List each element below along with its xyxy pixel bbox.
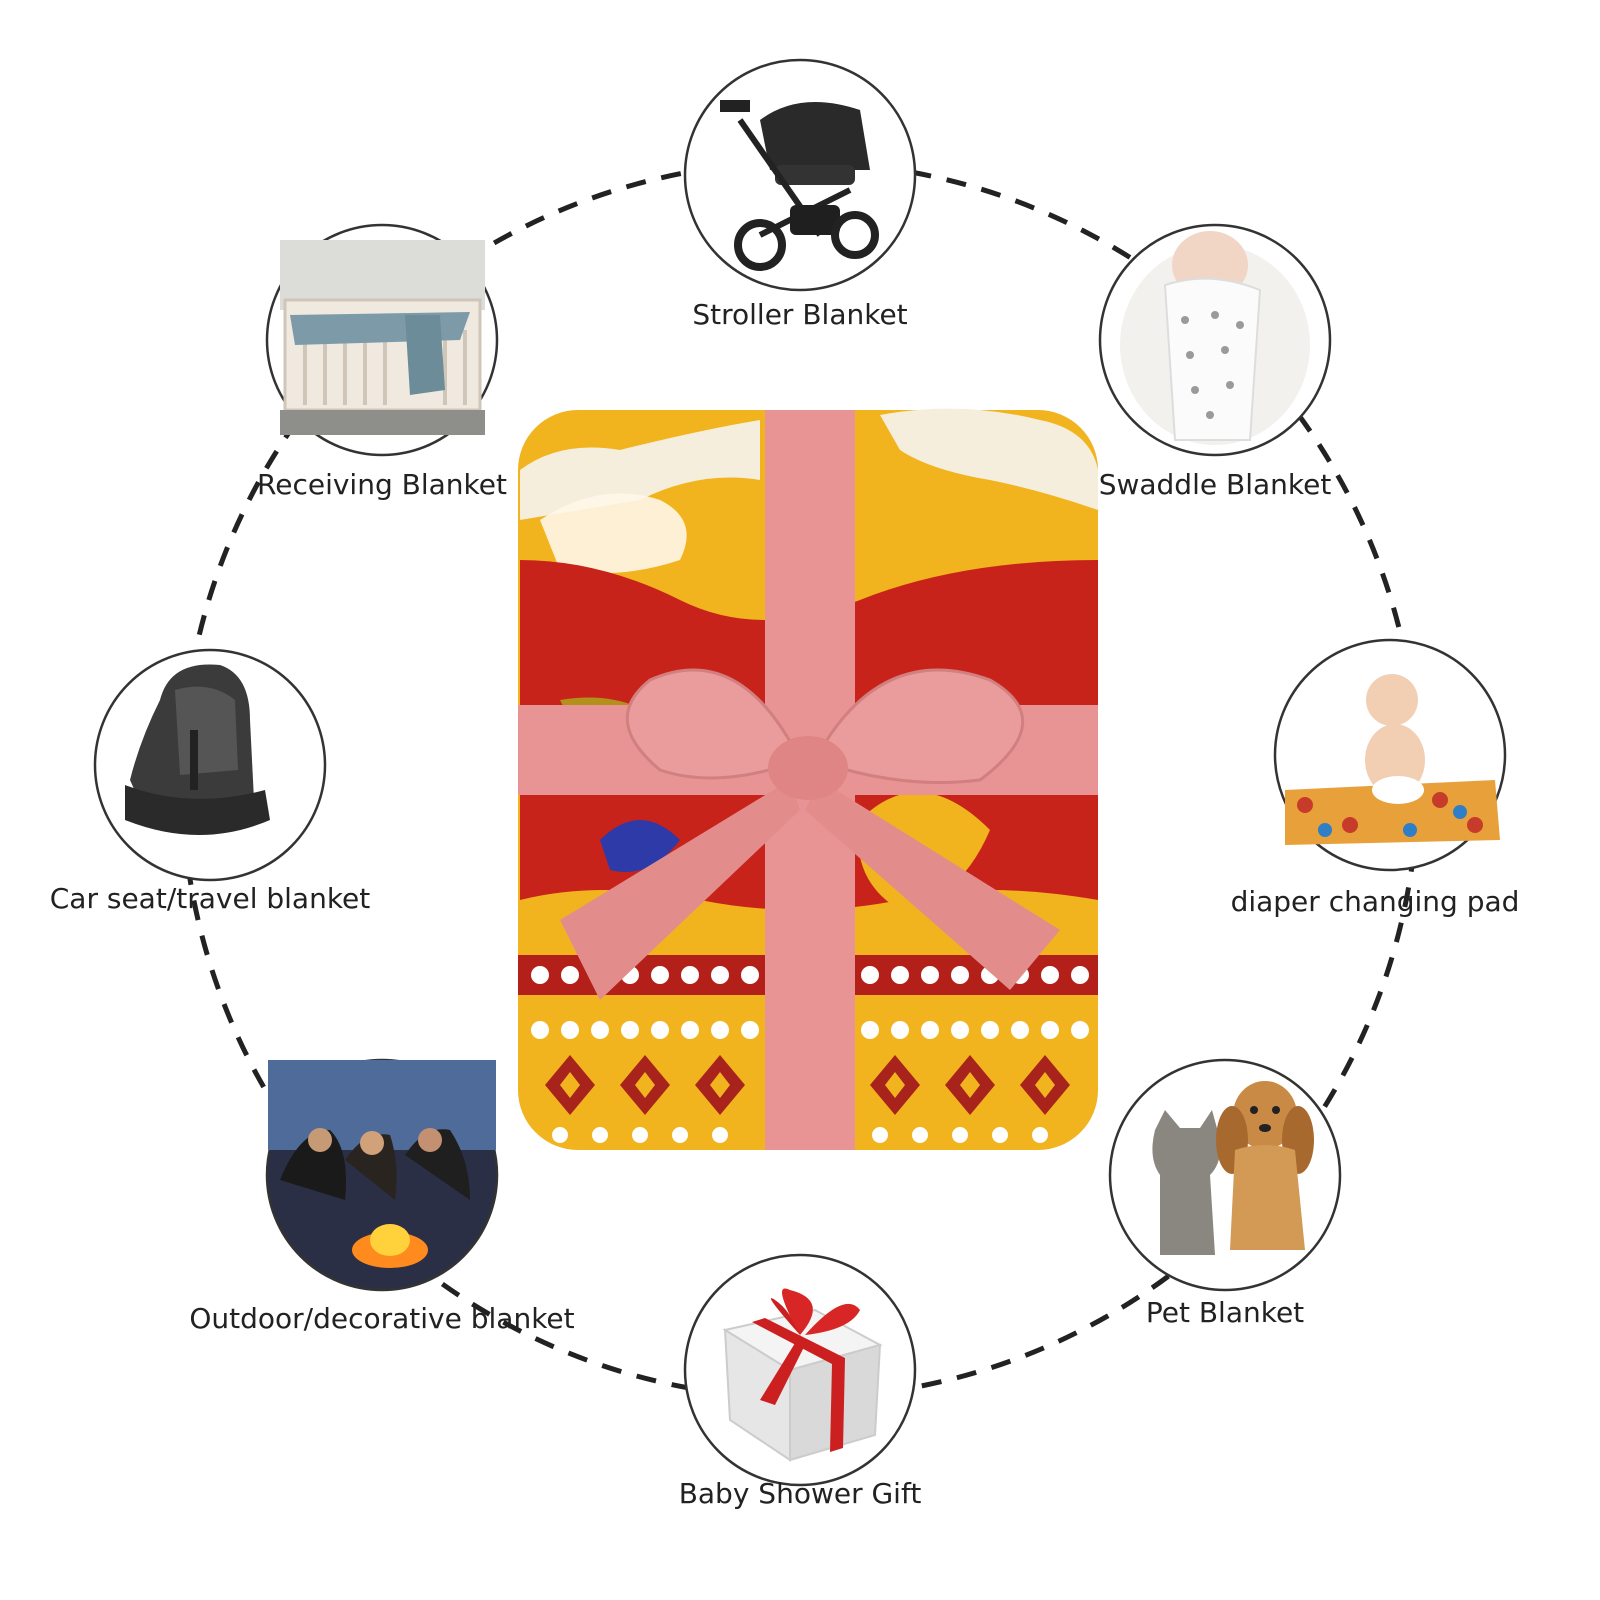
- baby-on-pad-icon: [1285, 674, 1500, 845]
- stroller-icon: [720, 100, 879, 271]
- campfire-icon: [268, 1060, 496, 1268]
- use-circle-gift: [683, 1253, 917, 1487]
- cat-and-dog-icon: [1152, 1081, 1314, 1255]
- use-label-outdoor: Outdoor/decorative blanket: [189, 1302, 575, 1335]
- use-circle-diaper: [1273, 638, 1507, 872]
- use-label-pet: Pet Blanket: [1145, 1296, 1305, 1329]
- use-circle-carseat: [93, 648, 327, 882]
- gift-box-icon: [722, 1288, 883, 1462]
- use-circle-pet: [1108, 1058, 1342, 1292]
- use-label-diaper: diaper changing pad: [1230, 885, 1520, 918]
- use-label-swaddle: Swaddle Blanket: [1098, 468, 1332, 501]
- use-circle-receiving: [265, 223, 499, 457]
- use-label-gift: Baby Shower Gift: [678, 1477, 922, 1510]
- ribbon-bow: [518, 410, 1098, 1150]
- crib-icon: [280, 240, 485, 435]
- swaddled-baby-icon: [1120, 231, 1310, 445]
- use-label-receiving: Receiving Blanket: [257, 468, 507, 501]
- use-circle-swaddle: [1098, 223, 1332, 457]
- use-label-carseat: Car seat/travel blanket: [49, 882, 371, 915]
- car-seat-icon: [125, 664, 270, 835]
- use-circle-stroller: [683, 58, 917, 292]
- use-circle-outdoor: [265, 1058, 499, 1292]
- use-label-stroller: Stroller Blanket: [692, 298, 908, 331]
